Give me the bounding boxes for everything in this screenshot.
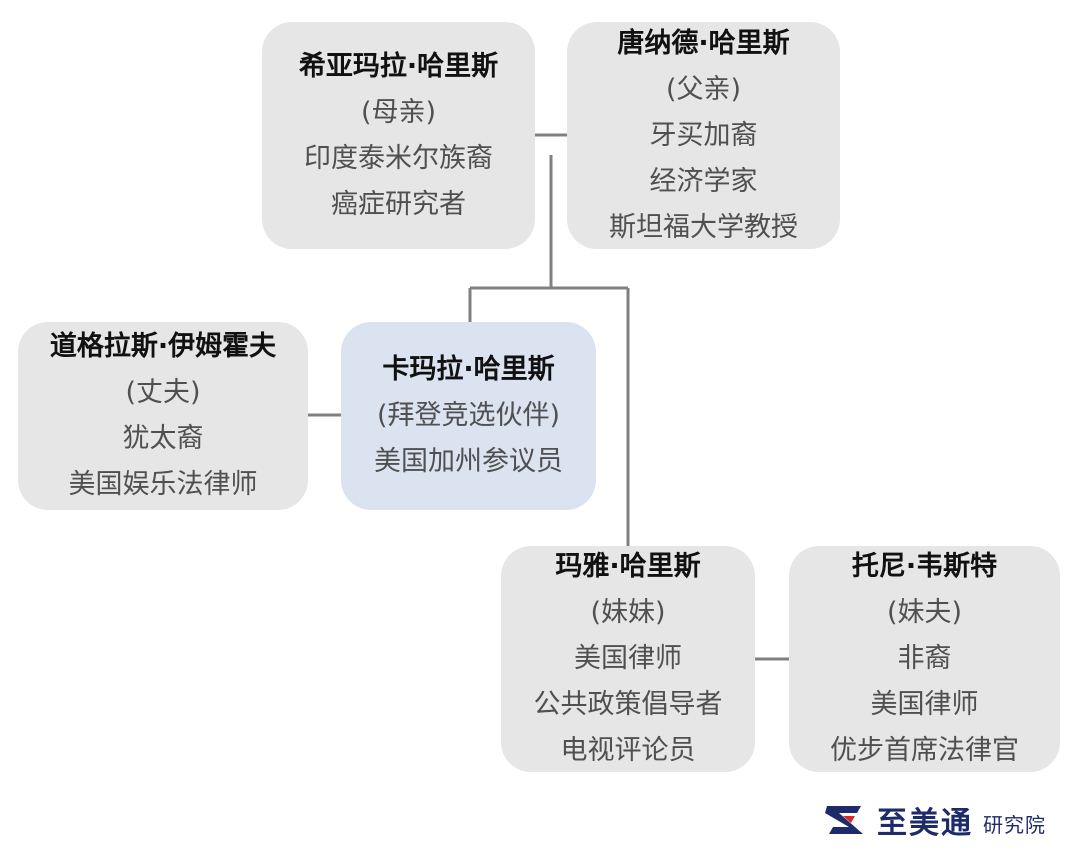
- brotherinlaw-occupation: 美国律师: [870, 689, 979, 720]
- brand-subtitle: 研究院: [983, 812, 1046, 837]
- father-name: 唐纳德·哈里斯: [617, 27, 790, 59]
- brotherinlaw-node: 托尼·韦斯特 (妹夫) 非裔 美国律师 优步首席法律官: [789, 546, 1060, 772]
- kamala-node: 卡玛拉·哈里斯 (拜登竞选伙伴) 美国加州参议员: [341, 322, 596, 510]
- husband-ethnicity: 犹太裔: [122, 423, 204, 454]
- mother-occupation: 癌症研究者: [331, 188, 466, 220]
- husband-relation: (丈夫): [125, 377, 201, 408]
- sister-occupation: 美国律师: [574, 643, 682, 674]
- mother-ethnicity: 印度泰米尔族裔: [304, 142, 493, 174]
- sister-node: 玛雅·哈里斯 (妹妹) 美国律师 公共政策倡导者 电视评论员: [501, 546, 755, 772]
- husband-name: 道格拉斯·伊姆霍夫: [49, 331, 277, 362]
- father-node: 唐纳德·哈里斯 (父亲) 牙买加裔 经济学家 斯坦福大学教授: [567, 22, 840, 249]
- kamala-role: (拜登竞选伙伴): [376, 400, 561, 431]
- father-position: 斯坦福大学教授: [609, 211, 798, 243]
- brand-logo-icon: [825, 806, 863, 834]
- mother-relation: (母亲): [360, 96, 437, 128]
- kamala-position: 美国加州参议员: [374, 446, 563, 477]
- father-relation: (父亲): [665, 73, 742, 105]
- mother-name: 希亚玛拉·哈里斯: [298, 50, 499, 82]
- sister-media: 电视评论员: [560, 735, 696, 766]
- kamala-name: 卡玛拉·哈里斯: [382, 354, 555, 385]
- footer-logo: 至美通 研究院: [823, 798, 1046, 842]
- brand-name: 至美通: [877, 806, 973, 841]
- sister-role: 公共政策倡导者: [533, 689, 723, 720]
- husband-node: 道格拉斯·伊姆霍夫 (丈夫) 犹太裔 美国娱乐法律师: [18, 322, 308, 510]
- father-ethnicity: 牙买加裔: [649, 119, 758, 151]
- sister-relation: (妹妹): [590, 597, 666, 628]
- father-occupation: 经济学家: [649, 165, 758, 197]
- brotherinlaw-name: 托尼·韦斯特: [851, 551, 998, 582]
- brotherinlaw-relation: (妹夫): [886, 597, 963, 628]
- sister-name: 玛雅·哈里斯: [555, 551, 701, 582]
- brotherinlaw-ethnicity: 非裔: [897, 643, 952, 674]
- husband-occupation: 美国娱乐法律师: [68, 469, 258, 500]
- brotherinlaw-position: 优步首席法律官: [830, 735, 1019, 766]
- mother-node: 希亚玛拉·哈里斯 (母亲) 印度泰米尔族裔 癌症研究者: [262, 22, 535, 249]
